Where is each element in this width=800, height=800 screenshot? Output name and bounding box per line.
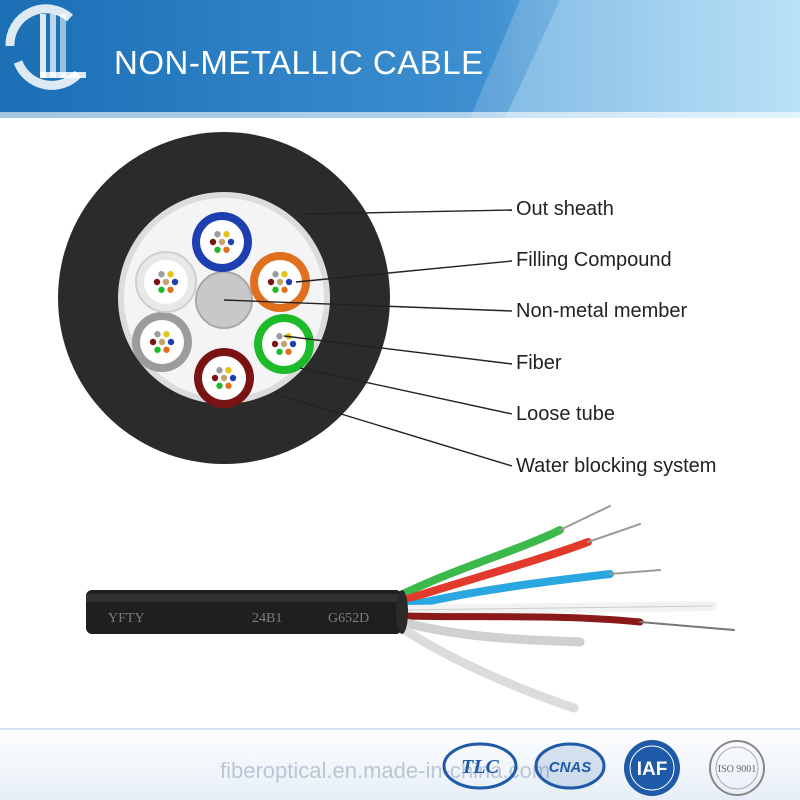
fiber [285,278,293,286]
fiber [167,271,174,278]
jacket-print-1: YFTY [108,611,145,626]
fiber [272,271,279,278]
jacket-print-3: G652D [328,611,369,626]
brown-fiber [639,621,735,631]
red-wire [394,538,592,606]
fiber [214,231,221,238]
fiber [281,286,288,293]
fiber [163,346,170,353]
svg-text:CNAS: CNAS [549,759,592,776]
green-fiber [559,505,611,531]
fiber-group [149,231,297,389]
fiber [158,286,165,293]
watermark-text: fiberoptical.en.made-in-china.com [220,758,551,783]
iso-cert-logo: ISO 9001 [709,740,765,796]
fiber [227,238,235,246]
cable-cross-section-diagram [58,132,513,467]
banner-background [0,0,800,118]
svg-text:TLC: TLC [461,756,499,778]
grey-wire [397,617,585,647]
fiber [162,278,170,286]
fiber [167,286,174,293]
label-water-blocking-system: Water blocking system [516,455,717,477]
fiber [276,348,283,355]
fiber [289,340,297,348]
fiber [220,374,228,382]
fiber [158,271,165,278]
fiber [218,238,226,246]
fiber [154,346,161,353]
leader-lines [223,209,513,467]
white-wire [397,623,579,713]
fiber [276,278,284,286]
fiber [216,382,223,389]
blue-wire [396,570,614,612]
blue-fiber [609,569,661,575]
fiber [223,246,230,253]
tlc-cert-logo: TLC [442,742,518,790]
fiber [272,286,279,293]
svg-text:IAF: IAF [637,759,668,780]
fiber [225,382,232,389]
fiber [163,331,170,338]
fiber [267,278,275,286]
cnas-cert-logo: CNAS [534,742,606,790]
cable-wires [391,505,735,713]
fiber [271,340,279,348]
fiber [216,367,223,374]
page-title: NON-METALLIC CABLE [114,44,484,81]
fiber [214,246,221,253]
company-logo-icon [5,4,86,90]
fiber [167,338,175,346]
fiber [158,338,166,346]
fiber [285,348,292,355]
svg-text:ISO 9001: ISO 9001 [718,764,757,775]
label-fiber: Fiber [516,352,562,374]
white-member-edge [401,605,713,611]
fiber [229,374,237,382]
fiber [281,271,288,278]
fiber [171,278,179,286]
label-non-metal-member: Non-metal member [516,300,688,322]
red-fiber [587,523,641,543]
fiber [223,231,230,238]
brown-wire [398,612,644,626]
fiber [280,340,288,348]
cable-photo: YFTY 24B1 G652D [86,505,735,713]
fiber [153,278,161,286]
fiber [276,333,283,340]
label-loose-tube: Loose tube [516,403,615,425]
label-filling-compound: Filling Compound [516,249,672,271]
green-wire [391,526,564,602]
fiber [225,367,232,374]
label-out-sheath: Out sheath [516,198,614,220]
iaf-cert-logo: IAF [624,740,680,796]
fiber [209,238,217,246]
fiber [149,338,157,346]
fiber [154,331,161,338]
jacket-print-2: 24B1 [252,611,282,626]
header-banner: NON-METALLIC CABLE [0,0,800,118]
fiber [211,374,219,382]
